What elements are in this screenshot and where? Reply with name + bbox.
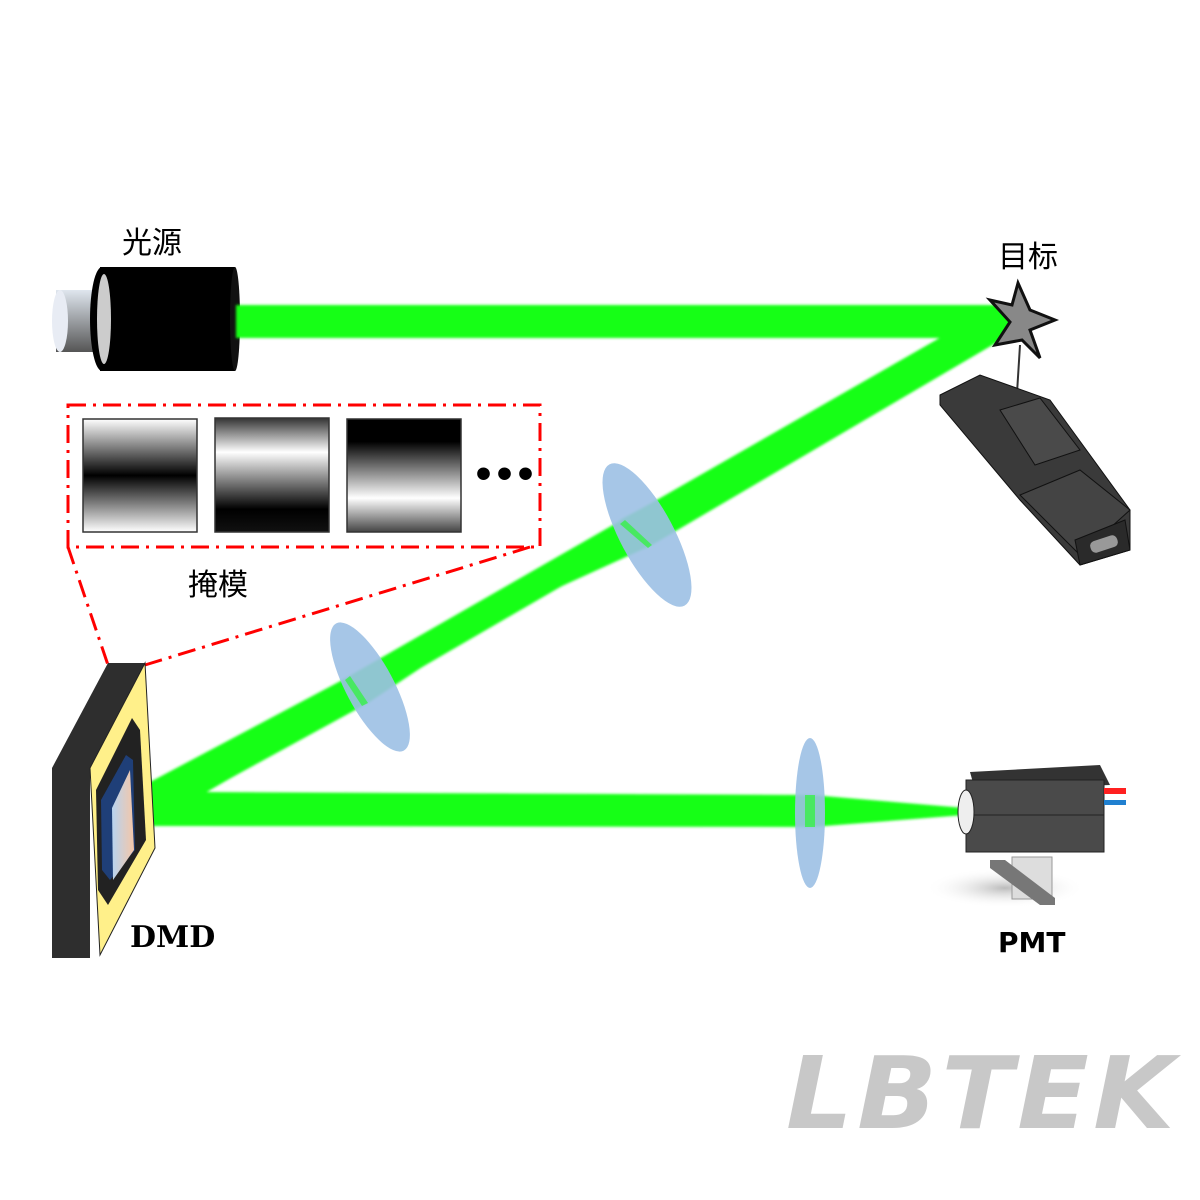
pmt-label: PMT <box>998 926 1066 959</box>
dmd-icon <box>52 661 156 958</box>
light-source-icon <box>52 267 240 371</box>
brand-logo: LBTEK <box>786 1035 1179 1152</box>
lens-2-icon <box>602 463 692 607</box>
pmt-icon <box>925 765 1126 908</box>
mask-label: 掩模 <box>188 568 248 603</box>
dmd-label: DMD <box>130 920 216 955</box>
more-patterns-ellipsis: ••• <box>472 455 537 496</box>
beam-dmd-bounce <box>145 312 1000 793</box>
light-source-label: 光源 <box>122 226 182 261</box>
mask-box <box>66 403 542 667</box>
beam-lens3-to-pmt <box>812 795 965 827</box>
beam-dmd-to-pmt-wide <box>200 792 812 827</box>
lens-1-icon <box>330 622 410 752</box>
target-label: 目标 <box>998 240 1058 275</box>
mask-pattern-3 <box>346 418 462 533</box>
translation-stage-icon <box>939 374 1131 566</box>
mask-pattern-1 <box>82 418 198 533</box>
mask-pattern-2 <box>214 417 330 533</box>
laser-beams <box>130 305 1018 827</box>
beam-source-to-target <box>236 305 1010 338</box>
lenses <box>330 463 825 888</box>
